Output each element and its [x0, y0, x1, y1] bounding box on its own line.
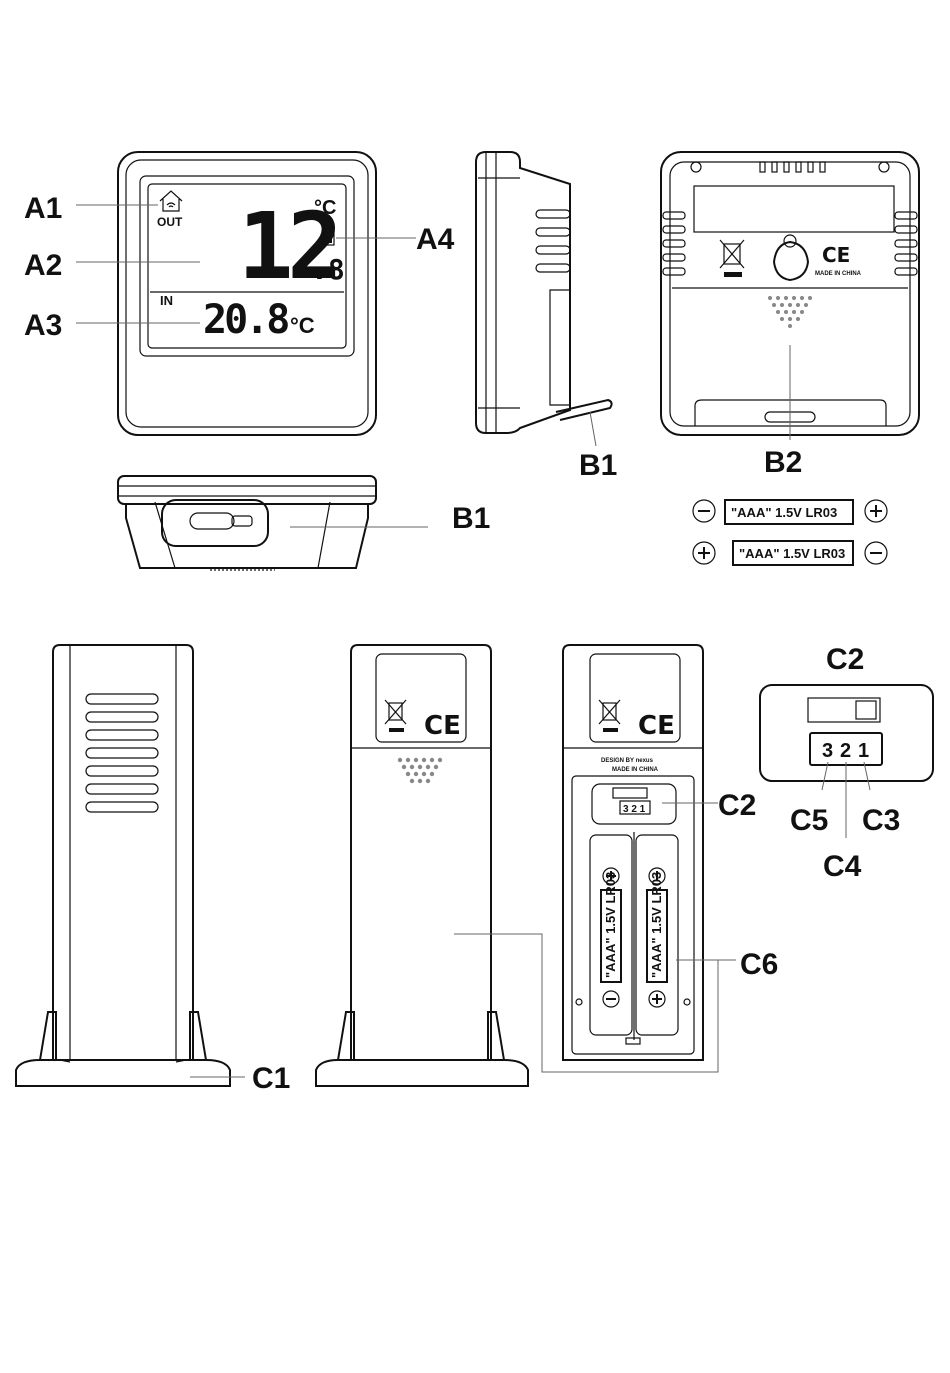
out-label: OUT	[157, 215, 183, 229]
label-c4: C4	[823, 850, 862, 883]
display-unit-side: B1	[476, 152, 617, 482]
label-c6: C6	[740, 948, 778, 981]
label-c2-detail: C2	[826, 643, 864, 676]
battery-row-2: "AAA" 1.5V LR03	[693, 541, 887, 565]
label-b1-bottom: B1	[452, 502, 490, 535]
battery-row-1: "AAA" 1.5V LR03	[693, 500, 887, 524]
switch-digit-3: 3	[822, 740, 833, 762]
hanging-hole-icon	[774, 235, 808, 280]
small-switch-numbers: 3 2 1	[623, 804, 646, 815]
display-unit-front: OUT 12 °C .8 IN 20.8 °C A1 A2 A3 A4	[24, 152, 455, 435]
switch-digit-1: 1	[858, 740, 869, 762]
top-grille	[760, 162, 825, 172]
indoor-temperature: 20.8	[203, 297, 288, 343]
sensor-front: C1	[16, 645, 290, 1095]
outdoor-decimal: .8	[311, 253, 345, 286]
slot-1-battery-label: "AAA" 1.5V LR03	[603, 872, 618, 978]
in-label: IN	[160, 293, 173, 308]
label-c5: C5	[790, 804, 828, 837]
slot-1-minus-icon	[603, 991, 619, 1007]
label-b1-side: B1	[579, 449, 617, 482]
sensor-speaker-dots	[398, 758, 442, 783]
back-ce-mark: CE	[822, 243, 850, 267]
label-a4: A4	[416, 223, 455, 256]
label-c2-small: C2	[718, 789, 756, 822]
label-b2: B2	[764, 446, 802, 479]
label-a2: A2	[24, 249, 62, 282]
battery-1-label: "AAA" 1.5V LR03	[731, 505, 837, 520]
sensor-open-weee-icon	[599, 700, 620, 732]
design-by-label: DESIGN BY nexus	[601, 758, 654, 764]
sensor-made-in-china: MADE IN CHINA	[612, 767, 659, 773]
switch-detail: C2 3 2 1 C5 C3 C4	[760, 643, 933, 883]
sensor-weee-icon	[385, 700, 406, 732]
display-unit-back: CE MADE IN CHINA B2	[661, 152, 919, 479]
outdoor-unit: °C	[314, 197, 336, 219]
sensor-open: CE DESIGN BY nexus MADE IN CHINA 3 2 1 "…	[563, 645, 778, 1060]
speaker-dots	[768, 296, 812, 328]
back-side-slots	[663, 212, 917, 275]
label-a3: A3	[24, 309, 62, 342]
sensor-open-ce: CE	[638, 711, 675, 741]
sensor-vent-slots	[86, 694, 158, 812]
sensor-back-ce: CE	[424, 711, 461, 741]
weee-bin-icon	[720, 240, 744, 277]
indoor-unit: °C	[290, 313, 315, 338]
side-vent-slots	[536, 210, 570, 272]
outdoor-house-icon	[160, 191, 182, 211]
switch-digit-2: 2	[840, 740, 851, 762]
label-c1: C1	[252, 1062, 290, 1095]
label-a1: A1	[24, 192, 62, 225]
battery-2-label: "AAA" 1.5V LR03	[739, 546, 845, 561]
slot-2-battery-label: "AAA" 1.5V LR03	[649, 872, 664, 978]
back-made-in-china: MADE IN CHINA	[815, 271, 862, 277]
slot-2-plus-icon	[649, 991, 665, 1007]
label-c3: C3	[862, 804, 900, 837]
display-unit-bottom: B1	[118, 476, 490, 570]
